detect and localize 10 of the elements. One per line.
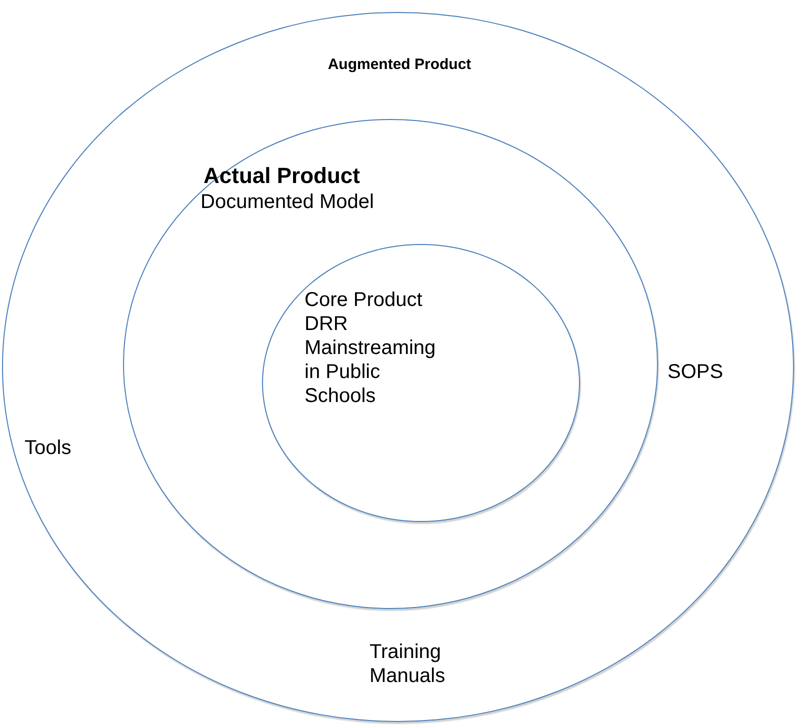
ring-label: Training Manuals [370,640,446,688]
ring-heading: Augmented Product [326,56,472,74]
ring-label: Documented Model [200,190,375,214]
ring-ellipse [262,244,580,522]
ring-label: DRR Mainstreaming in Public Schools [304,312,437,408]
ring-ellipse [123,119,658,609]
ring-ellipse [2,12,794,722]
ring-label: Tools [24,436,72,460]
ring-label: SOPS [668,360,724,384]
ring-heading: Core Product [304,288,424,312]
